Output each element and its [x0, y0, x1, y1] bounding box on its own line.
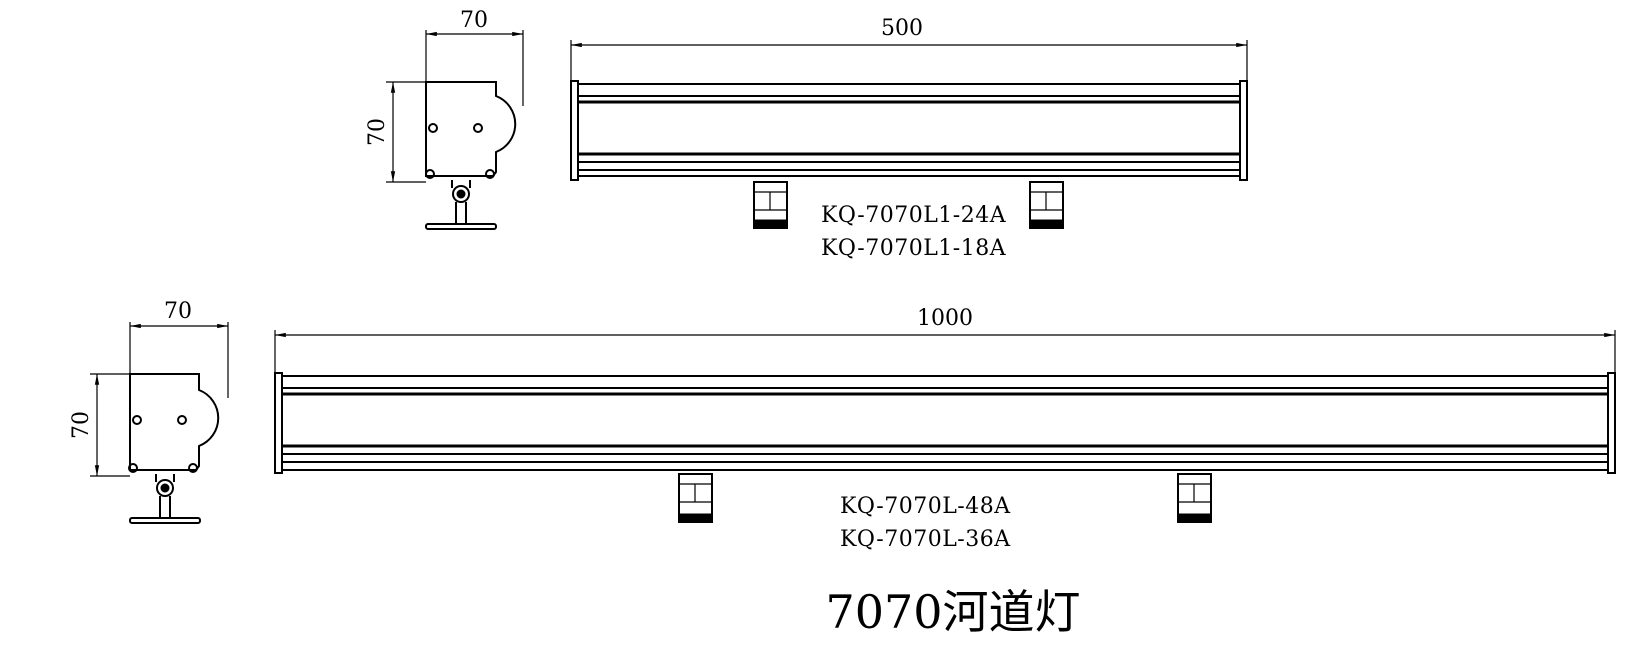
front-view-short: 500 KQ-7070L1-24A KQ-7070L1-18A	[570, 16, 1248, 261]
model-label-short-2: KQ-7070L1-18A	[821, 236, 1007, 261]
model-label-long-1: KQ-7070L-48A	[840, 494, 1011, 519]
model-label-short-1: KQ-7070L1-24A	[821, 203, 1007, 228]
model-label-long-2: KQ-7070L-36A	[840, 527, 1011, 552]
side-width-dimension-long: 70	[164, 299, 192, 324]
mount-bracket-short-right	[1029, 181, 1064, 229]
drawing-title: 7070河道灯	[825, 585, 1080, 639]
mount-bracket-long-left	[678, 473, 713, 523]
mount-bracket-long-right	[1177, 473, 1212, 523]
length-dimension-short: 500	[881, 16, 923, 41]
side-height-dimension-long: 70	[69, 411, 94, 439]
side-width-dimension-short: 70	[460, 8, 488, 33]
side-view-short: 70 70	[365, 8, 524, 230]
mount-bracket-short-left	[753, 181, 788, 229]
side-view-long: 70 70	[69, 299, 229, 524]
length-dimension-long: 1000	[917, 306, 973, 331]
front-view-long: 1000 KQ-7070L-48A KQ-7070L-36A	[274, 306, 1616, 552]
side-height-dimension-short: 70	[365, 118, 390, 146]
